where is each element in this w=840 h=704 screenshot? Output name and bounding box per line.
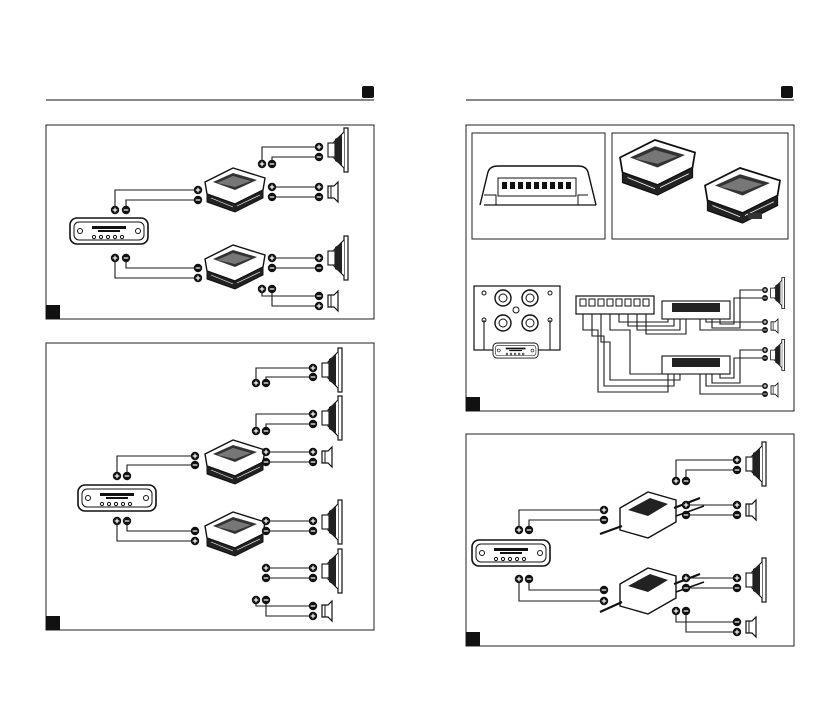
diagram-2 (46, 343, 374, 630)
tweeter-icon (746, 500, 756, 520)
diagram-4-marker (466, 632, 480, 646)
crossover-icon (205, 512, 265, 556)
diagram-3 (466, 125, 794, 411)
positive-terminal-icon (111, 206, 119, 214)
woofer-icon (328, 128, 348, 172)
tweeter-icon (771, 383, 778, 397)
crossover-icon (205, 168, 265, 212)
tweeter-icon (328, 291, 338, 311)
diagram-1-marker (46, 305, 60, 319)
diagram-3-marker (466, 397, 480, 411)
head-unit-icon (493, 343, 538, 358)
left-page-tab-marker (362, 86, 374, 98)
woofer-icon (322, 348, 342, 392)
head-unit-icon (472, 540, 550, 566)
diagram-1 (46, 125, 374, 319)
woofer-icon (746, 558, 766, 602)
head-unit-icon (70, 218, 148, 244)
woofer-icon (771, 278, 785, 309)
amplifier-icon (474, 286, 560, 350)
negative-terminal-icon (122, 206, 130, 214)
woofer-icon (322, 396, 342, 440)
right-page-tab-marker (781, 86, 793, 98)
diagram-2-marker (46, 616, 60, 630)
tweeter-icon (328, 182, 338, 202)
diagram-4 (466, 434, 794, 646)
head-unit-icon (78, 485, 156, 511)
tweeter-icon (322, 447, 332, 467)
crossover-icon (705, 168, 780, 223)
crossover-icon (205, 245, 265, 289)
woofer-icon (328, 236, 348, 280)
woofer-icon (322, 549, 342, 593)
crossover-icon (620, 140, 695, 195)
tweeter-icon (746, 617, 756, 637)
woofer-icon (771, 340, 785, 371)
crossover-icon (205, 440, 265, 484)
tweeter-icon (771, 319, 778, 333)
woofer-icon (746, 442, 766, 486)
woofer-icon (322, 500, 342, 544)
tweeter-icon (322, 601, 332, 621)
terminal-strip (576, 296, 654, 314)
